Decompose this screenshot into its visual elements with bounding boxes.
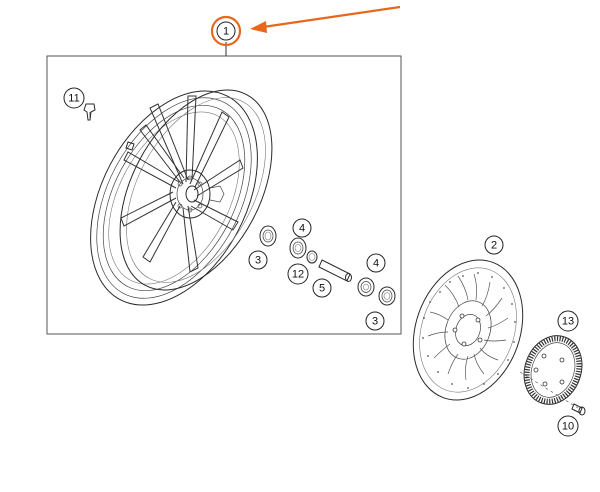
callout-label: 2 (491, 240, 497, 252)
screw (571, 403, 586, 416)
callout-12[interactable]: 12 (287, 263, 309, 285)
callout-1[interactable]: 1 (210, 15, 242, 47)
shaft-seal-right (378, 286, 396, 306)
highlight-arrow (250, 5, 401, 33)
callout-13[interactable]: 13 (557, 310, 579, 332)
front-wheel-assembly (90, 89, 273, 306)
callout-5[interactable]: 5 (312, 278, 332, 298)
callout-4-right[interactable]: 4 (366, 253, 386, 273)
callout-3-right[interactable]: 3 (365, 311, 385, 331)
callout-label: 5 (319, 283, 325, 295)
callout-label: 10 (562, 421, 574, 433)
callout-label: 3 (255, 255, 261, 267)
callout-label: 4 (373, 258, 379, 270)
axle-sleeve (318, 259, 352, 282)
callout-2[interactable]: 2 (484, 235, 504, 255)
callout-10[interactable]: 10 (557, 415, 579, 437)
callout-4-left[interactable]: 4 (292, 218, 312, 238)
distance-ring (306, 250, 318, 264)
callout-label: 4 (299, 223, 305, 235)
callout-11[interactable]: 11 (63, 87, 85, 109)
wheel-bearing-left (289, 237, 307, 259)
shaft-seal-left (259, 225, 277, 247)
abs-sensor-ring (519, 335, 583, 409)
callout-label: 11 (68, 93, 79, 105)
assembly-frame (46, 55, 402, 335)
brake-disc (412, 259, 524, 401)
callout-label: 3 (372, 316, 378, 328)
tire-valve (83, 103, 96, 121)
callout-3-left[interactable]: 3 (248, 250, 268, 270)
wheel-bearing-right (357, 277, 375, 297)
callout-highlight-ring (210, 15, 242, 47)
callout-label: 1 (223, 26, 229, 38)
callout-label: 12 (292, 269, 304, 281)
callout-label: 13 (562, 316, 574, 328)
